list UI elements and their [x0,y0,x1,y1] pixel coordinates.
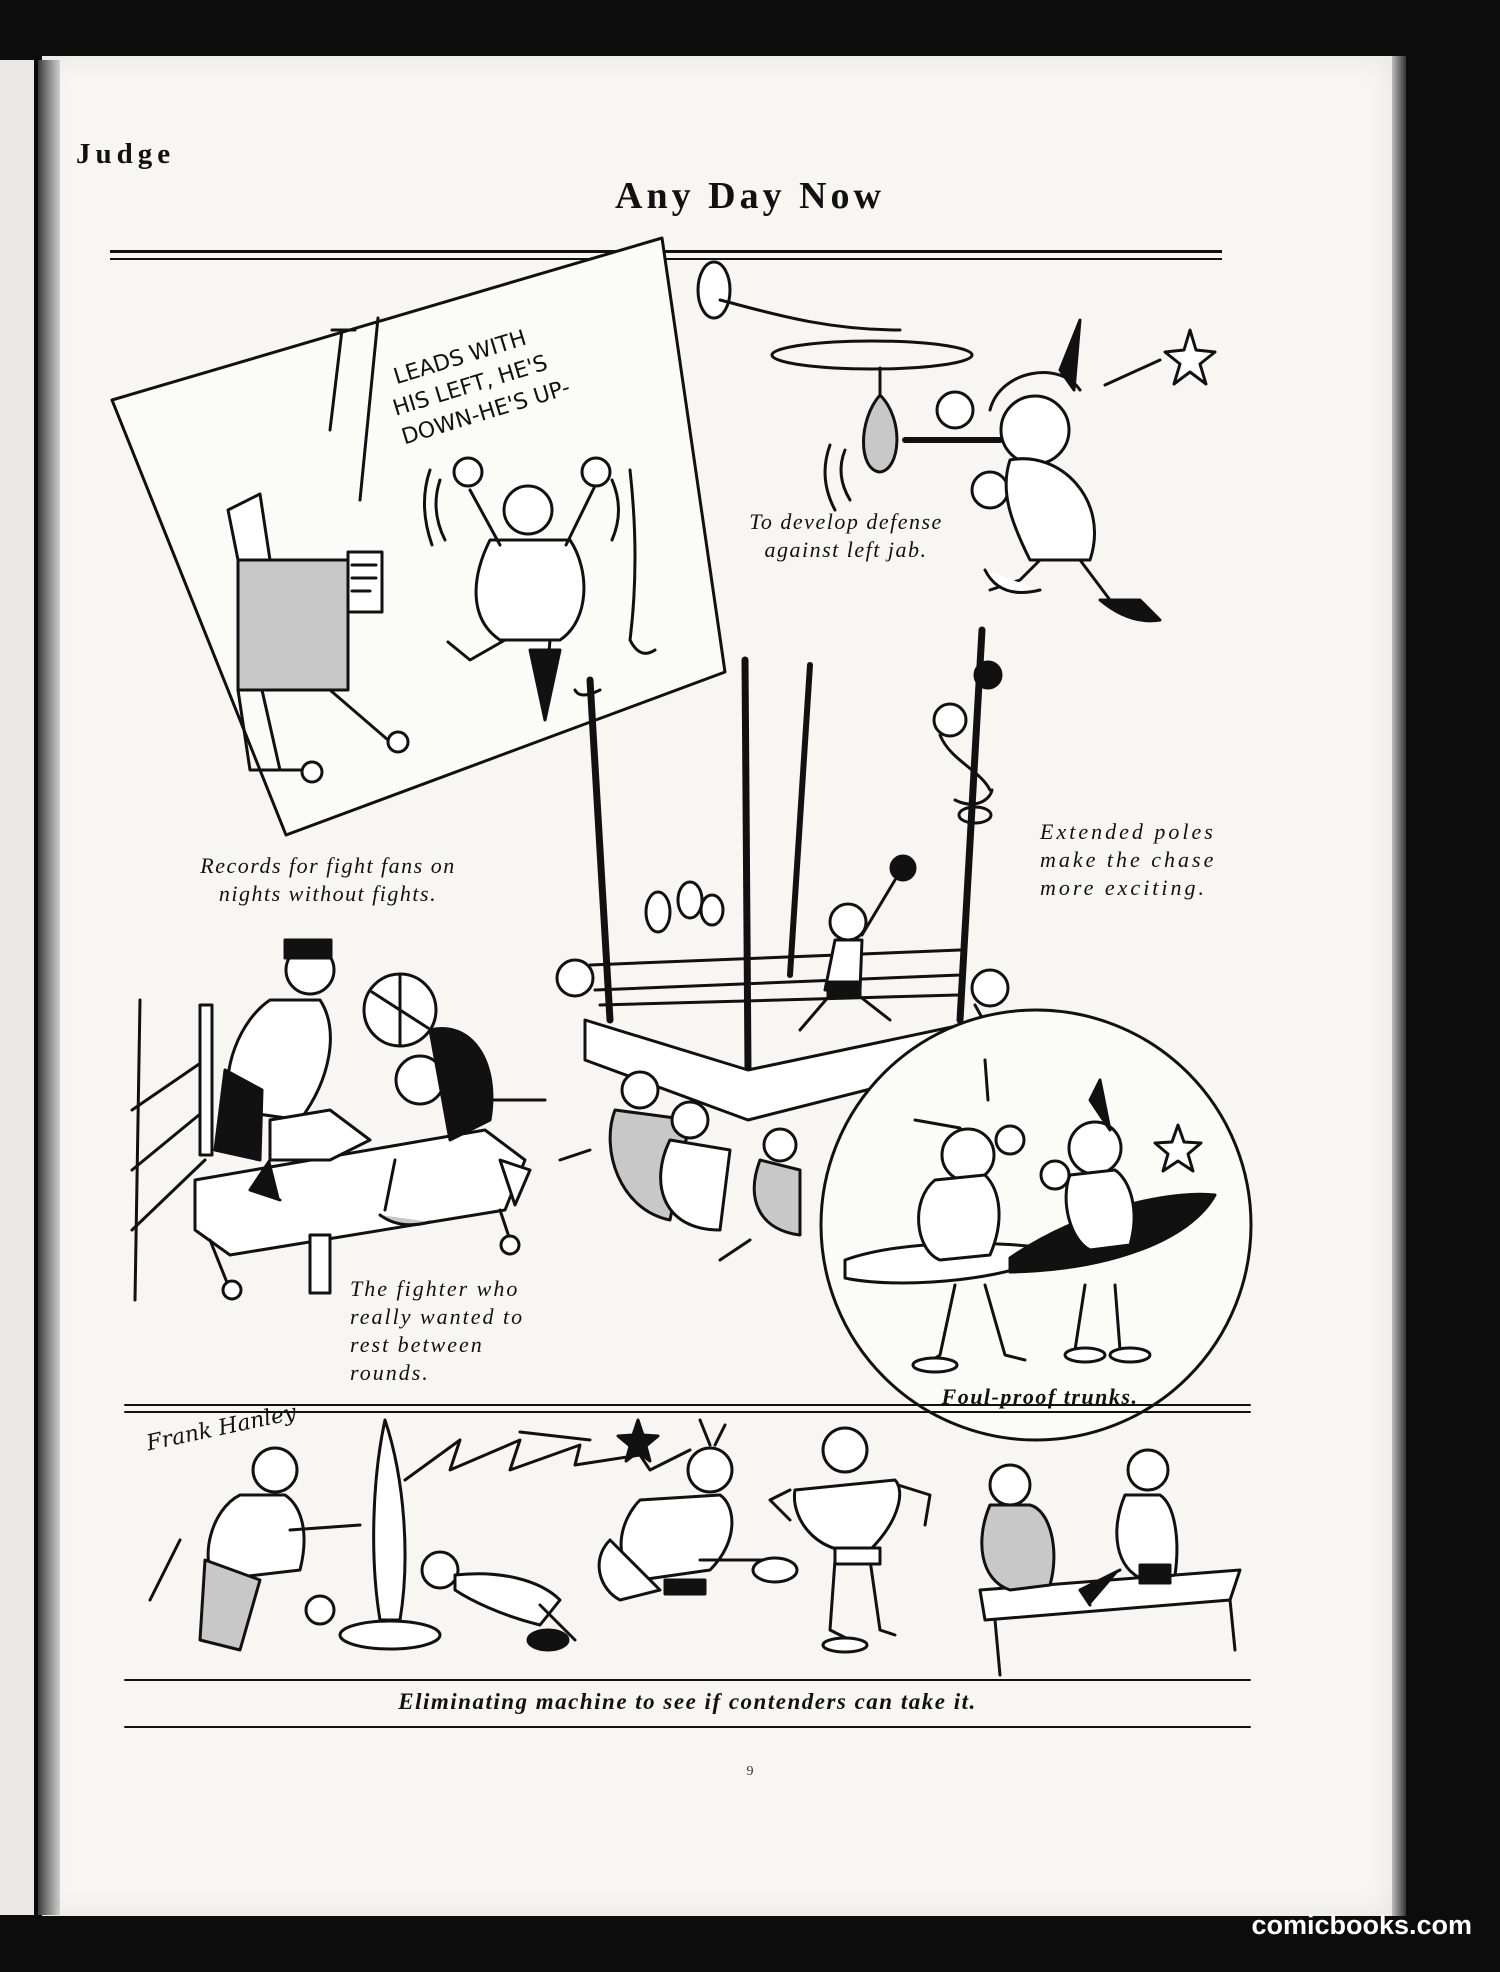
top-rule [110,250,1222,253]
watermark: comicbooks.com [1251,1910,1472,1940]
machine-caption: Eliminating machine to see if contenders… [398,1689,977,1714]
punching-bag-caption: To develop defense against left jab. [749,509,943,562]
rest-panel [130,938,547,1302]
facing-page-edge [0,60,34,1915]
punching-bag-panel [696,260,1217,623]
page-right-edge [1392,56,1406,1916]
records-panel [110,236,727,837]
page-title: Any Day Now [615,175,885,217]
trunks-caption: Foul-proof trunks. [941,1384,1139,1409]
trunks-panel [819,1008,1253,1442]
magazine-name: Judge [76,138,176,170]
ring-poles-panel [555,626,1010,1262]
machine-panel [124,1404,1251,1677]
page-binding [38,60,60,1915]
page-number: 9 [746,1764,754,1779]
poles-caption: Extended poles make the chase more excit… [1040,819,1217,900]
records-caption: Records for fight fans on nights without… [200,853,456,906]
rest-caption: The fighter who really wanted to rest be… [350,1276,525,1385]
